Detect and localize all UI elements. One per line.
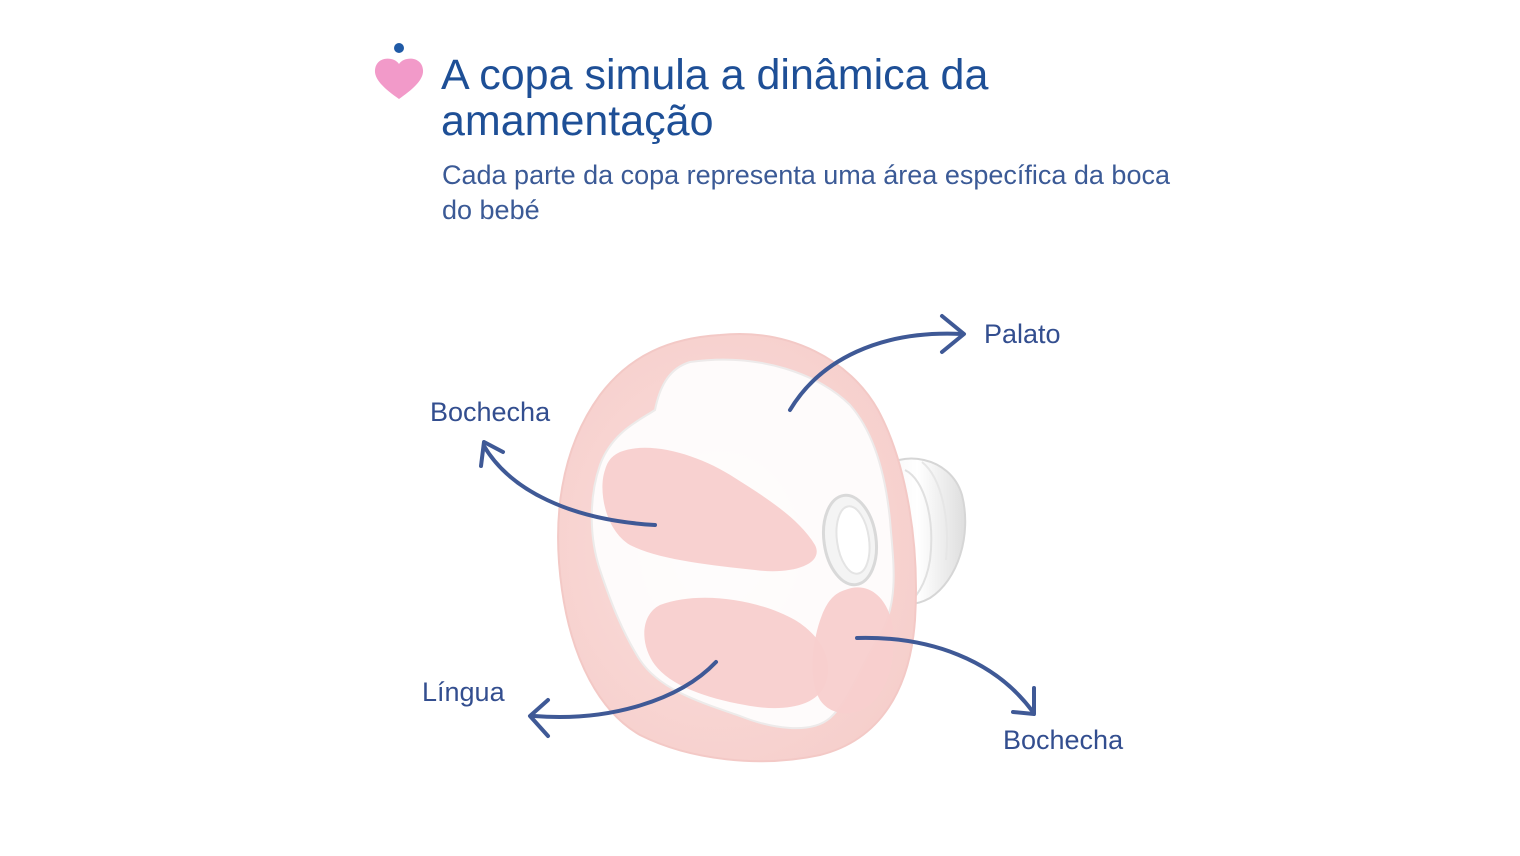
- label-lingua: Língua: [422, 677, 505, 707]
- arrow-bochecha-right: [855, 635, 1035, 714]
- logo-dot: [394, 43, 404, 53]
- label-palato: Palato: [984, 319, 1061, 349]
- cup-opening: [822, 493, 878, 587]
- page-title: A copa simula a dinâmica da amamentação: [441, 51, 989, 145]
- cheek-left-pad: [602, 447, 817, 572]
- cheek-right-pad: [812, 587, 894, 714]
- brand-heart-logo-icon: [374, 43, 424, 99]
- tongue-pad: [644, 597, 829, 709]
- arrow-palato: [788, 331, 964, 412]
- arrow-lingua: [532, 660, 718, 719]
- arrow-bochecha-left-head: [479, 440, 505, 468]
- page-subtitle: Cada parte da copa representa uma área e…: [442, 160, 1170, 225]
- arrow-bochecha-left: [482, 444, 657, 527]
- logo-heart: [374, 58, 424, 99]
- label-bochecha-left: Bochecha: [430, 397, 551, 427]
- arrow-palato-head: [940, 314, 966, 354]
- label-bochecha-right: Bochecha: [1003, 725, 1124, 755]
- arrow-lingua-head: [528, 698, 550, 738]
- arrow-bochecha-right-head: [1011, 686, 1036, 716]
